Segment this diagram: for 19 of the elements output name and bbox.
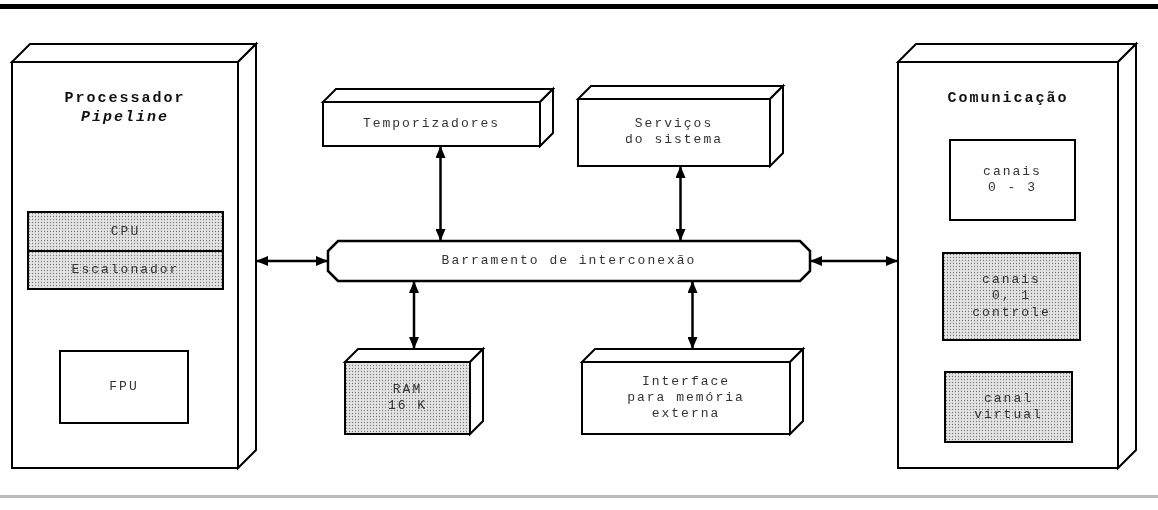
block-label: canais 0, 1 controle [971, 272, 1052, 321]
block-label: Temporizadores [361, 116, 502, 133]
double-arrow [409, 281, 419, 349]
double-arrow [687, 281, 698, 349]
double-arrow [256, 256, 328, 266]
block-label: Barramento de interconexão [440, 253, 698, 270]
block-label: canais 0 - 3 [982, 163, 1043, 196]
block-heading: Processador Pipeline [63, 90, 187, 128]
double-arrow [810, 256, 898, 266]
block-label: Escalonador [70, 262, 181, 279]
block-label: Interface para memória externa [626, 373, 746, 423]
double-arrow [435, 146, 446, 241]
block-label: RAM 16 K [386, 381, 429, 414]
double-arrow [675, 166, 686, 241]
block-label: CPU [109, 223, 142, 240]
block-label: FPU [108, 379, 140, 396]
block-heading: Comunicação [946, 90, 1070, 109]
block-label: Serviços do sistema [624, 116, 724, 149]
block-label: canal virtual [973, 390, 1044, 423]
